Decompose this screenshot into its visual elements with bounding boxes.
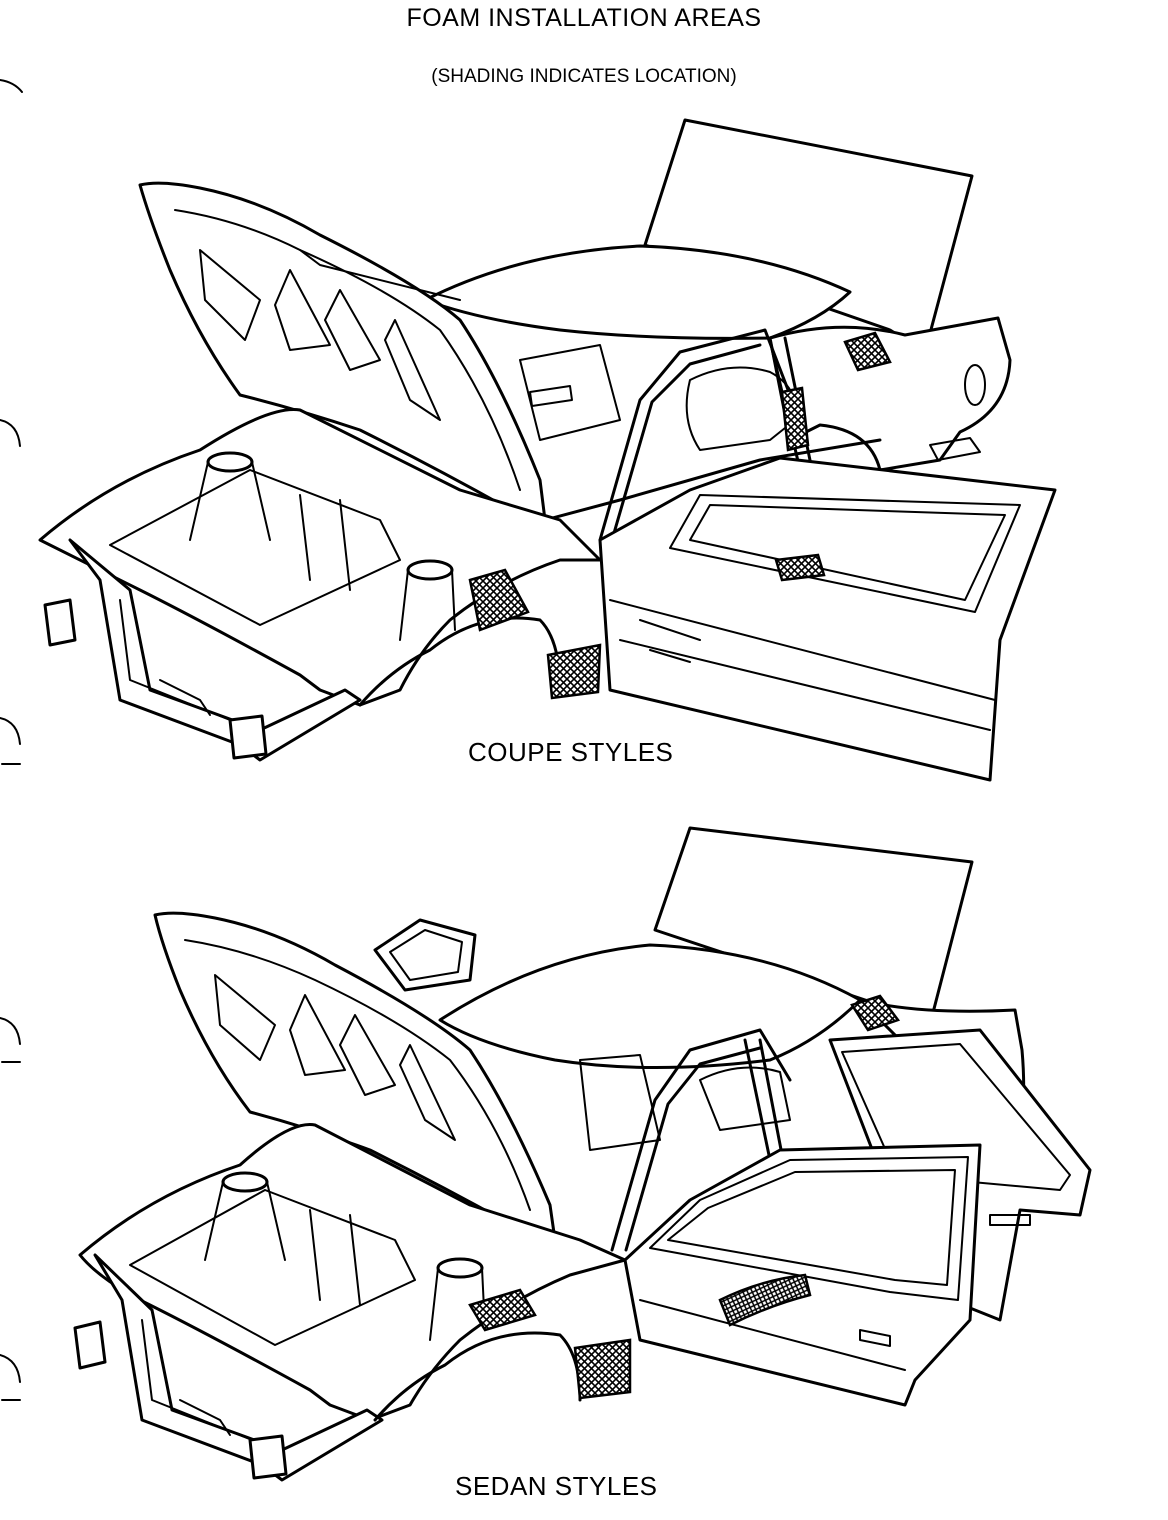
coupe-foam-cowl [468,568,530,632]
coupe-foam-rear-pillar [780,386,810,452]
coupe-foam-hinge-pillar [546,643,602,700]
sedan-roof [438,943,862,1069]
coupe-foam-rear-pillar-upper [843,331,892,372]
sedan-foam-hinge-pillar [573,1338,632,1400]
page-title: FOAM INSTALLATION AREAS [406,4,762,32]
coupe-foam-b-pillar-lower [774,553,826,582]
page-subtitle: (SHADING INDICATES LOCATION) [431,66,737,87]
coupe-rear-quarter [768,316,1012,472]
sedan-foam-rear-pillar [850,994,901,1032]
coupe-body-illustration [38,118,1057,782]
sedan-body-illustration [73,826,1092,1482]
sedan-caption: SEDAN STYLES [455,1471,658,1501]
sedan-foam-cowl [468,1288,537,1332]
coupe-radiator-support [68,538,362,762]
coupe-roof [423,244,852,340]
coupe-door [598,456,1057,782]
sedan-radiator-support [93,1253,384,1482]
sedan-foam-b-pillar-lower [718,1273,812,1327]
sedan-left-fender [78,1123,627,1422]
margin-marks [0,79,23,1401]
coupe-caption: COUPE STYLES [468,737,674,767]
